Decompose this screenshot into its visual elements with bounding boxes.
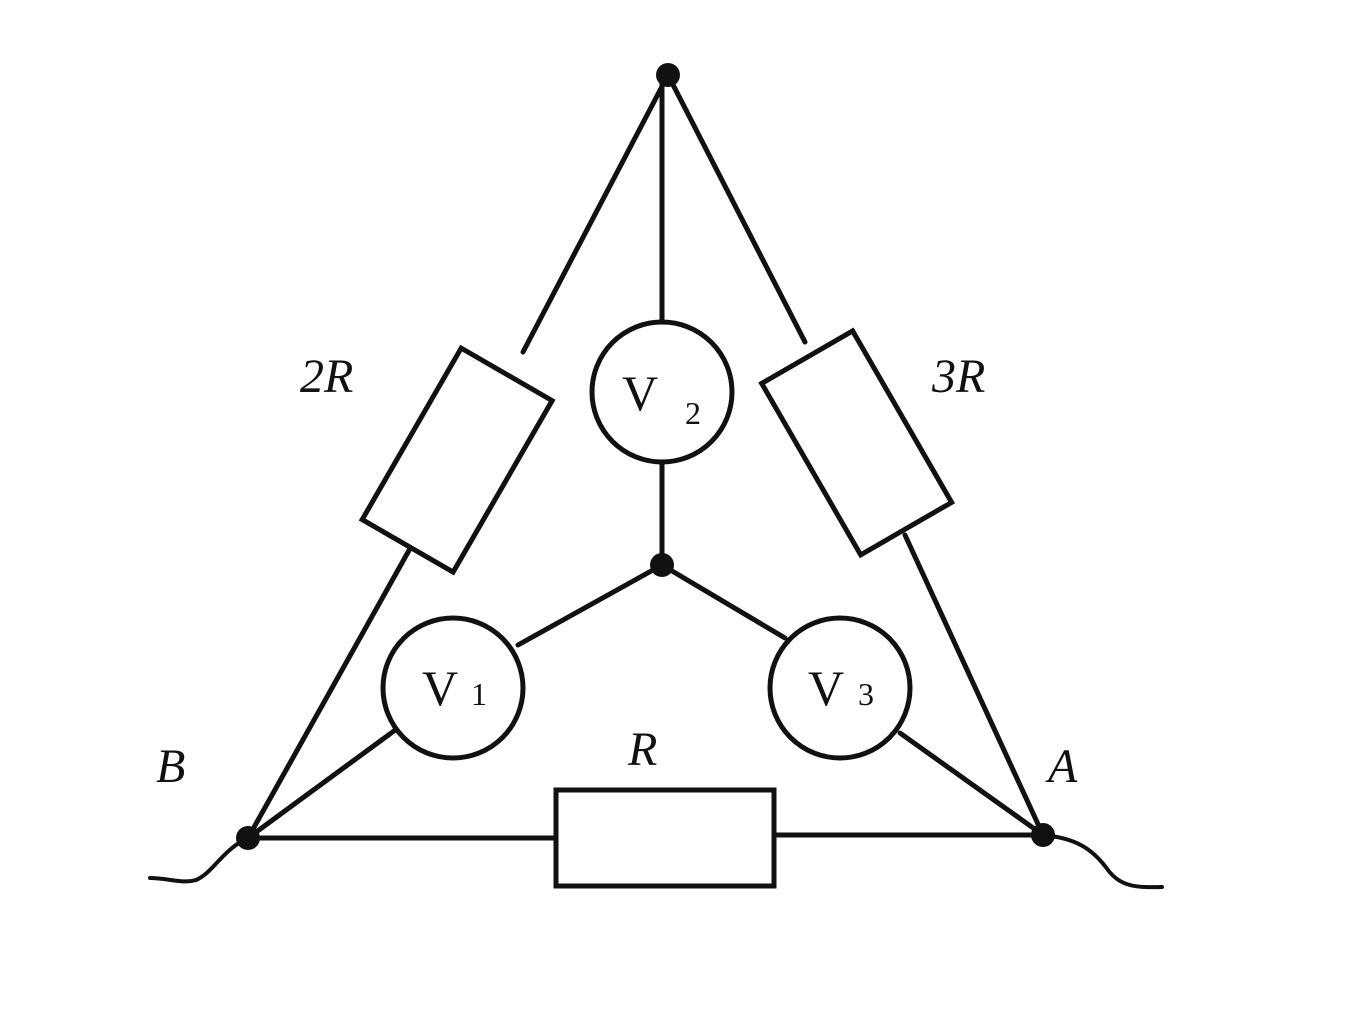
- label-node-a: A: [1045, 740, 1078, 793]
- voltmeter-v2: V 2: [589, 319, 735, 465]
- voltmeter-v3: V 3: [767, 615, 913, 761]
- svg-text:V: V: [808, 660, 844, 716]
- node-a: [1031, 823, 1055, 847]
- resistor-3r: [758, 327, 956, 559]
- svg-text:1: 1: [471, 676, 487, 712]
- svg-text:2: 2: [685, 395, 701, 431]
- wire-3r-to-a: [902, 532, 1046, 838]
- label-2r: 2R: [300, 350, 353, 403]
- label-node-b: B: [156, 740, 185, 793]
- node-top: [656, 63, 680, 87]
- svg-text:V: V: [622, 365, 658, 421]
- wire-top-to-3r: [665, 72, 808, 345]
- wire-center-to-v1: [515, 562, 665, 648]
- resistor-2r: [358, 344, 556, 576]
- wire-v1-to-b: [245, 725, 401, 841]
- lead-wire-a: [1041, 833, 1164, 890]
- node-b: [236, 826, 260, 850]
- wire-v3-to-a: [897, 730, 1046, 838]
- node-center: [650, 553, 674, 577]
- wire-b-to-2r: [245, 542, 415, 841]
- wire-2r-to-top: [520, 72, 671, 355]
- lead-wire-b: [148, 836, 250, 884]
- resistor-r: [553, 787, 777, 889]
- wire-center-to-v3: [659, 562, 788, 641]
- label-r: R: [627, 723, 657, 776]
- voltmeter-v1: V 1: [380, 615, 526, 761]
- label-3r: 3R: [931, 350, 985, 403]
- svg-text:3: 3: [858, 676, 874, 712]
- svg-text:V: V: [422, 660, 458, 716]
